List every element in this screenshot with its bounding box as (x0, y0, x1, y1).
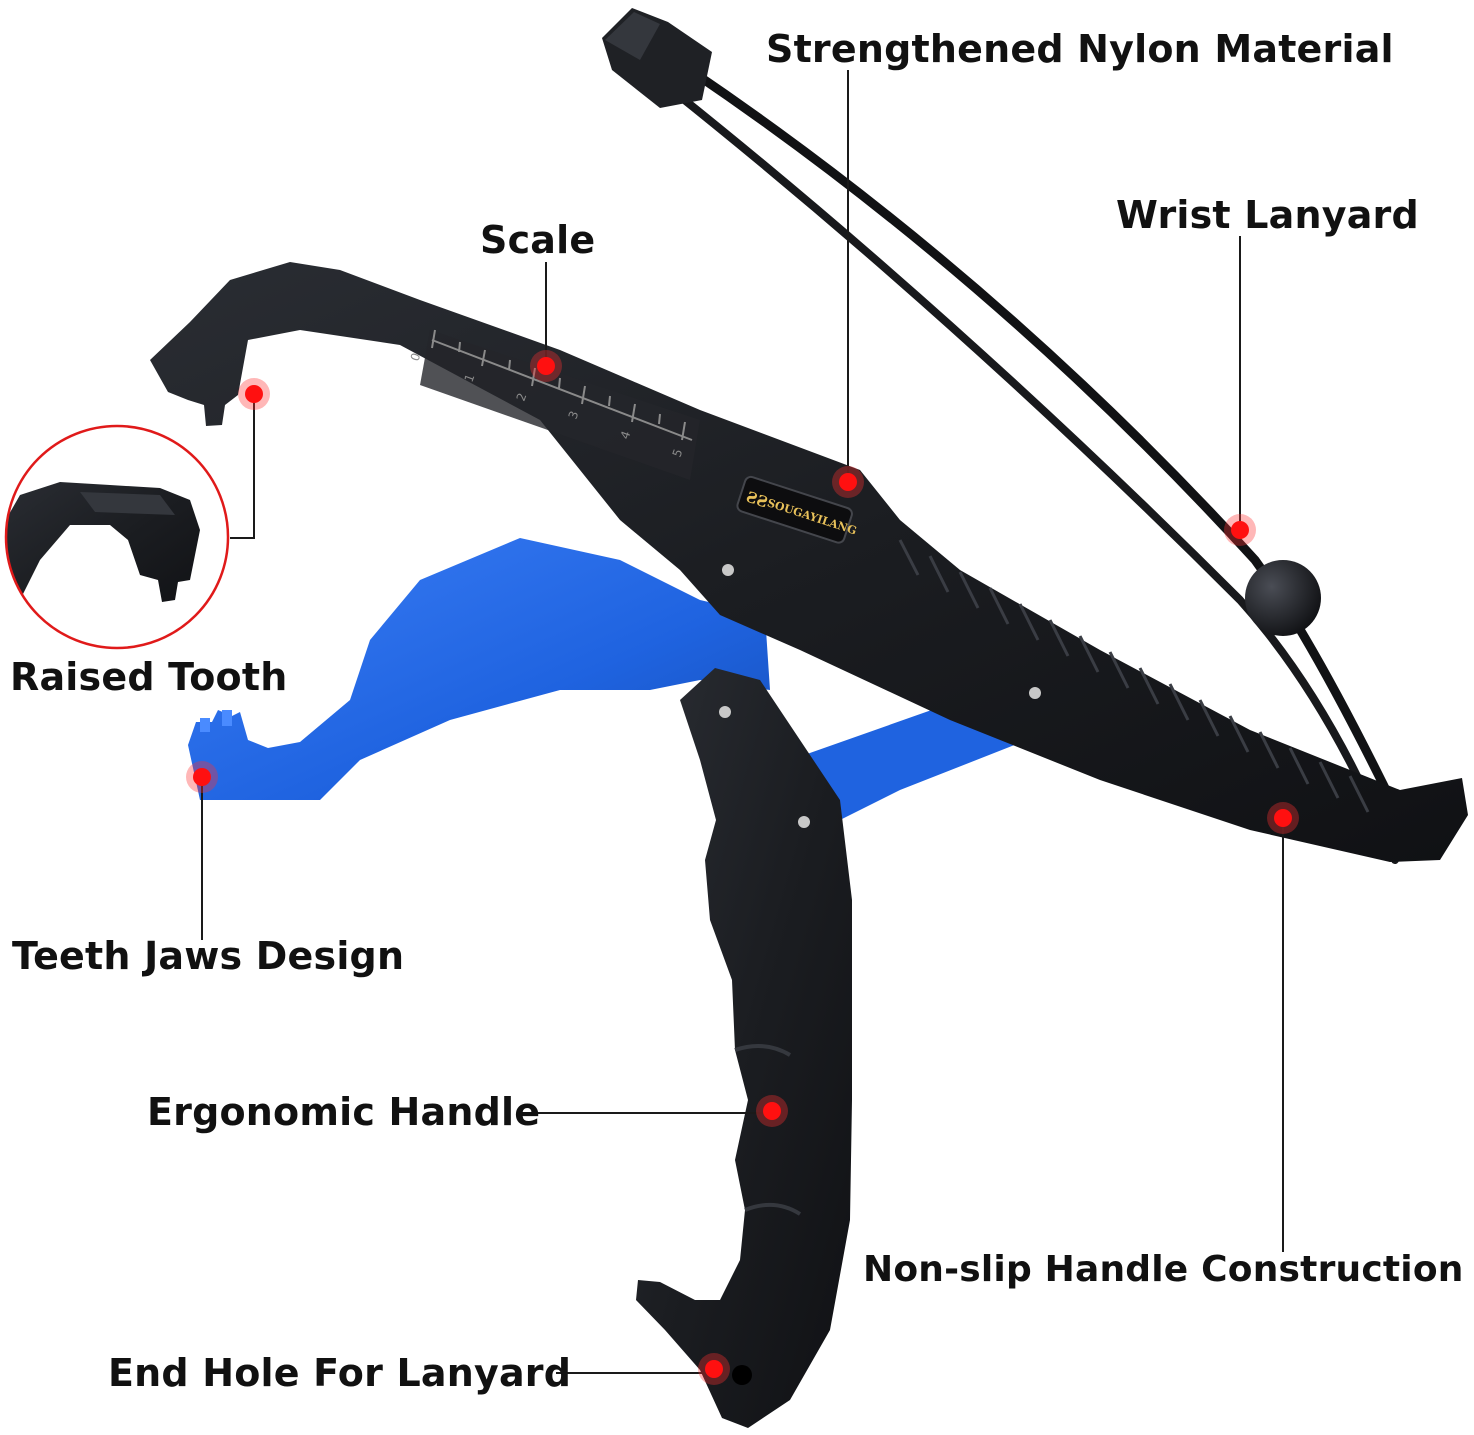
scale-mark-4: 4 (618, 429, 634, 441)
end-hole-icon (732, 1365, 752, 1385)
label-teeth-jaws: Teeth Jaws Design (12, 934, 405, 978)
red-markers (186, 350, 1299, 1385)
wrist-lanyard (602, 8, 1420, 864)
label-wrist-lanyard: Wrist Lanyard (1116, 193, 1419, 237)
measurement-scale (431, 329, 693, 441)
brand-badge: ƧƧ SOUGAYILANG (736, 475, 858, 544)
rivet-icon (798, 816, 810, 828)
label-non-slip: Non-slip Handle Construction (863, 1249, 1464, 1290)
leader-raised-tooth (230, 395, 255, 539)
scale-mark-1: 1 (462, 372, 478, 384)
label-strengthened-nylon: Strengthened Nylon Material (766, 27, 1394, 71)
label-scale: Scale (480, 218, 596, 262)
marker-dot-icon (756, 1095, 788, 1127)
label-end-hole: End Hole For Lanyard (108, 1351, 572, 1395)
rivet-icon (1029, 687, 1041, 699)
rivet-icon (719, 706, 731, 718)
grip-ribs (898, 539, 1370, 813)
marker-dot-icon (832, 466, 864, 498)
lower-handle (636, 668, 852, 1428)
scale-mark-5: 5 (670, 447, 686, 459)
lanyard-cap-icon (602, 8, 712, 108)
marker-dot-icon (698, 1353, 730, 1385)
marker-dot-icon (530, 350, 562, 382)
marker-dot-icon (1267, 802, 1299, 834)
marker-dot-icon (186, 761, 218, 793)
rivet-icon (722, 564, 734, 576)
ss-logo-icon: ƧƧ (744, 488, 770, 512)
marker-dot-icon (238, 378, 270, 410)
label-ergonomic-handle: Ergonomic Handle (147, 1090, 541, 1134)
scale-mark-0: 0 (408, 351, 424, 363)
cord-lock-ball-icon (1245, 560, 1321, 636)
label-raised-tooth: Raised Tooth (10, 655, 288, 699)
upper-body: 0 1 2 3 4 5 ƧƧ SOUGAYILANG (150, 262, 1468, 862)
scale-mark-3: 3 (566, 409, 582, 421)
scale-numbers: 0 1 2 3 4 5 (408, 351, 686, 459)
leader-lines (201, 70, 1284, 1374)
scale-mark-2: 2 (514, 391, 530, 403)
marker-dot-icon (1224, 514, 1256, 546)
raised-tooth-inset (4, 424, 230, 650)
